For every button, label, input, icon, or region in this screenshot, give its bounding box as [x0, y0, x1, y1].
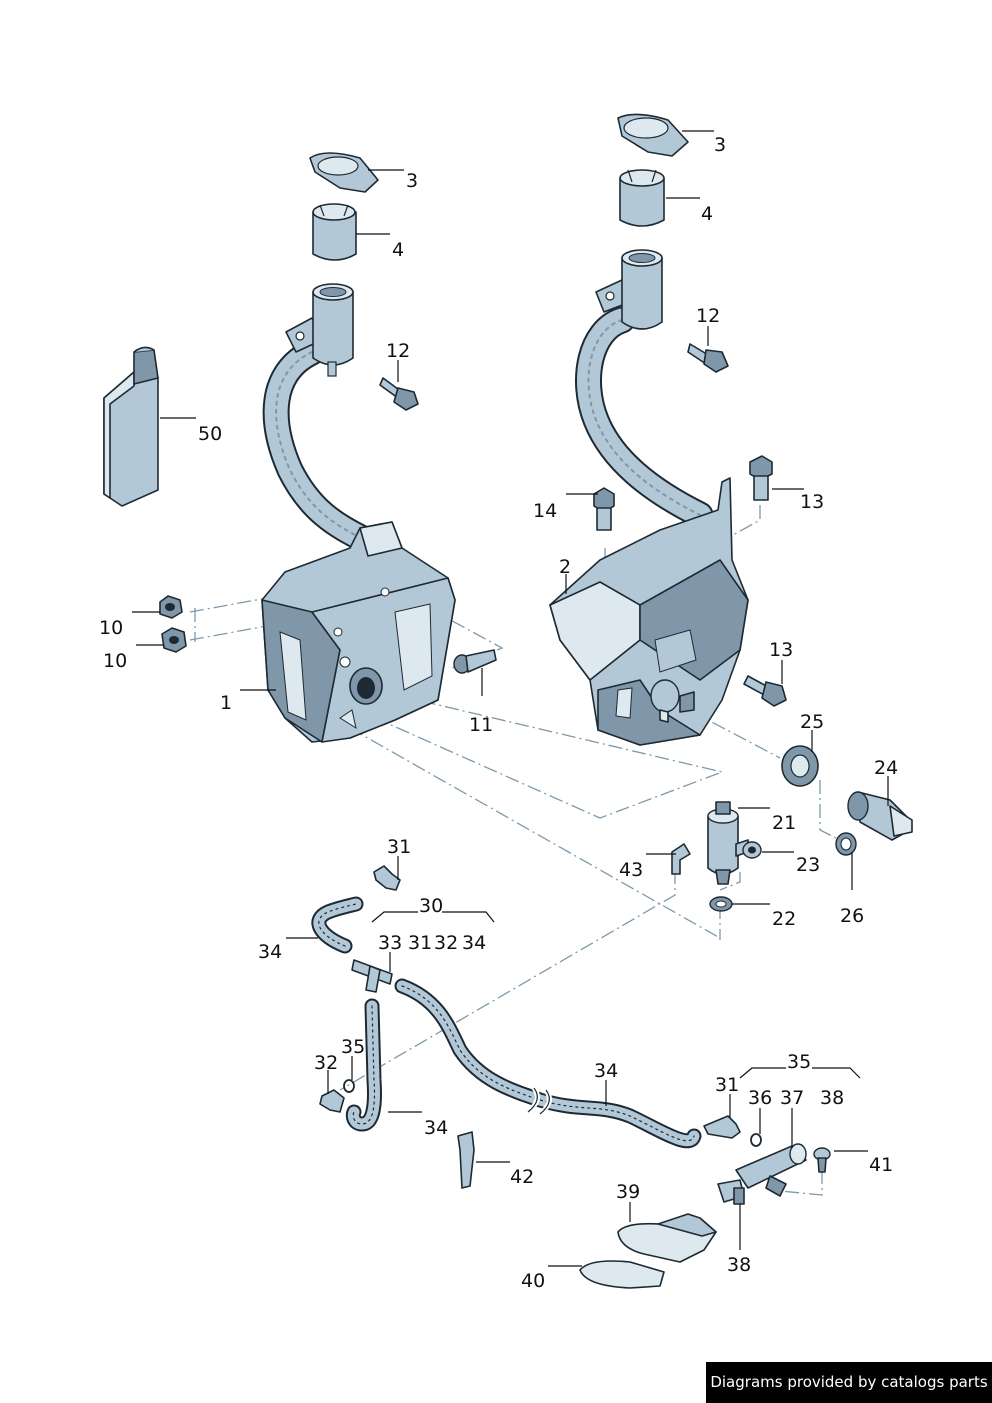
grommet-25	[781, 745, 819, 787]
connector-31-right	[703, 1115, 741, 1139]
label-37: 37	[780, 1087, 804, 1109]
label-13: 13	[800, 491, 824, 513]
label-24: 24	[874, 757, 898, 779]
label-25: 25	[800, 711, 824, 733]
label-35: 35	[787, 1051, 811, 1073]
fluid-bottle	[103, 346, 159, 507]
label-10: 10	[99, 617, 123, 639]
label-31: 31	[387, 836, 411, 858]
label-34: 34	[594, 1060, 618, 1082]
label-23: 23	[796, 854, 820, 876]
credit-banner: Diagrams provided by catalogs parts	[706, 1362, 992, 1403]
t-piece-33	[351, 959, 393, 993]
label-39: 39	[616, 1181, 640, 1203]
nozzle-38	[717, 1179, 745, 1205]
nuts-10	[159, 595, 187, 653]
label-11: 11	[469, 714, 493, 736]
left-bolt-12	[379, 377, 419, 411]
label-38: 38	[820, 1087, 844, 1109]
nozzle-housing-37	[735, 1143, 807, 1197]
label-31: 31	[715, 1074, 739, 1096]
part-labels: 3 4 12 50 10 10 1 11 3 4 12 13 14 2 13 2…	[99, 134, 898, 1292]
label-34: 34	[424, 1117, 448, 1139]
o-ring-36	[750, 1133, 762, 1147]
right-bolt-12	[687, 343, 729, 373]
hose-34-long	[394, 978, 702, 1149]
left-filler-cap	[309, 152, 379, 193]
label-30: 30	[419, 895, 443, 917]
bolt-11	[453, 649, 497, 674]
label-33: 33	[378, 932, 402, 954]
label-42: 42	[510, 1166, 534, 1188]
label-3: 3	[406, 170, 418, 192]
label-36: 36	[748, 1087, 772, 1109]
label-2: 2	[559, 556, 571, 578]
label-35: 35	[341, 1036, 365, 1058]
label-40: 40	[521, 1270, 545, 1292]
label-43: 43	[619, 859, 643, 881]
label-38: 38	[727, 1254, 751, 1276]
hose-holder-42	[457, 1131, 475, 1189]
leader-lines	[132, 130, 889, 1267]
hose-34-vertical	[345, 998, 382, 1132]
grommet-23	[742, 841, 762, 859]
label-50: 50	[198, 423, 222, 445]
bolt-13-lower	[743, 675, 787, 707]
seal-26	[835, 832, 857, 856]
screw-41	[813, 1147, 831, 1173]
label-13: 13	[769, 639, 793, 661]
label-4: 4	[701, 203, 713, 225]
o-ring-35-left	[343, 1079, 355, 1093]
label-34: 34	[462, 932, 486, 954]
level-sensor-24	[847, 791, 913, 841]
label-31: 31	[408, 932, 432, 954]
bolt-14	[593, 487, 615, 531]
left-washer-tank-assembly	[261, 283, 456, 743]
connector-32	[319, 1089, 345, 1113]
label-41: 41	[869, 1154, 893, 1176]
nozzle-cap-40	[579, 1260, 665, 1289]
label-32: 32	[314, 1052, 338, 1074]
right-neck-sleeve	[619, 169, 665, 227]
seal-22	[709, 896, 733, 912]
label-12: 12	[386, 340, 410, 362]
label-22: 22	[772, 908, 796, 930]
label-1: 1	[220, 692, 232, 714]
label-14: 14	[533, 500, 557, 522]
label-3: 3	[714, 134, 726, 156]
elbow-connector-43	[671, 843, 691, 875]
nozzle-cover-39	[617, 1213, 717, 1263]
right-washer-tank-assembly	[549, 249, 749, 746]
left-neck-sleeve	[312, 203, 357, 261]
label-32: 32	[434, 932, 458, 954]
label-10: 10	[103, 650, 127, 672]
hose-34-upper	[311, 896, 364, 954]
right-filler-cap	[617, 113, 689, 157]
label-26: 26	[840, 905, 864, 927]
label-12: 12	[696, 305, 720, 327]
bolt-13-upper	[749, 455, 773, 501]
connector-31-top	[373, 865, 401, 891]
label-21: 21	[772, 812, 796, 834]
label-4: 4	[392, 239, 404, 261]
washer-pump-21	[707, 801, 749, 885]
label-34: 34	[258, 941, 282, 963]
